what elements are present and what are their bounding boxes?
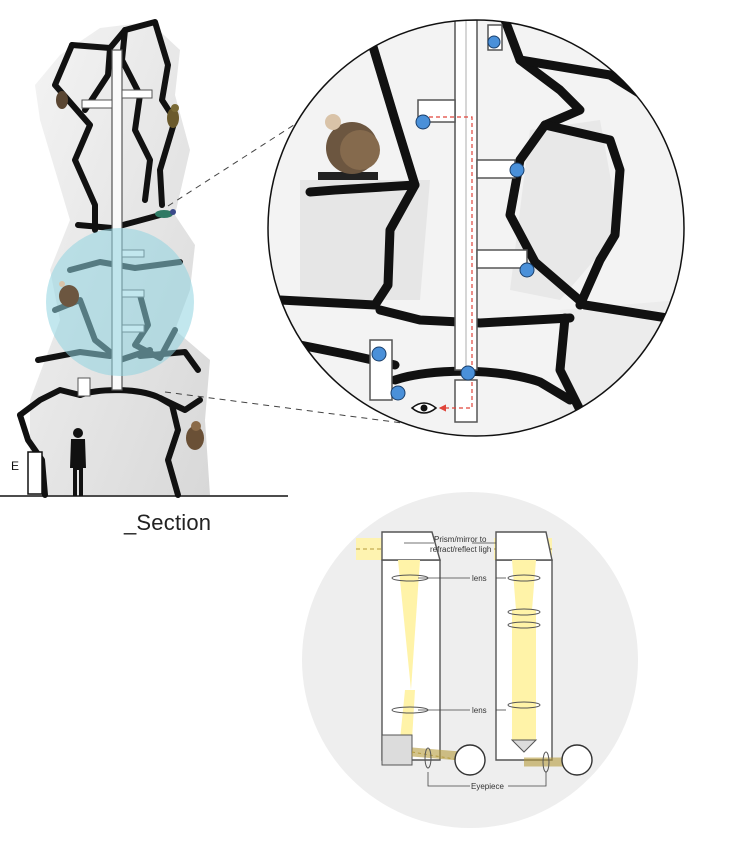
kingfisher-icon [155,209,176,218]
vulture-icon-small [59,281,79,307]
section-title: _Section [124,510,212,535]
eye-icon [410,402,438,414]
entrance-door [27,451,43,495]
person-silhouette [70,428,86,496]
periscope-right [494,531,593,776]
label-lens-lower: lens [472,706,487,715]
label-prism-line1: Prism/mirror to [434,535,487,544]
label-prism-line2: refract/reflect ligh [430,545,491,554]
light-ray-path [422,116,473,412]
bat-icon [56,91,68,109]
periscope-optics-diagram: Prism/mirror to refract/reflect ligh len… [302,492,638,828]
label-eyepiece: Eyepiece [471,782,504,791]
parrot-icon [167,104,179,128]
zoom-leader-top [167,93,343,207]
magnifier-highlight [46,228,194,376]
zoom-detail [267,19,685,437]
entrance-label: E [11,459,20,473]
zoom-leader-bottom [164,391,411,425]
vulture-icon [318,114,380,180]
label-lens-upper: lens [472,574,487,583]
owl-icon [186,421,204,450]
joint-markers [371,35,535,401]
label-leaders [404,542,547,787]
tower-section [0,19,288,498]
